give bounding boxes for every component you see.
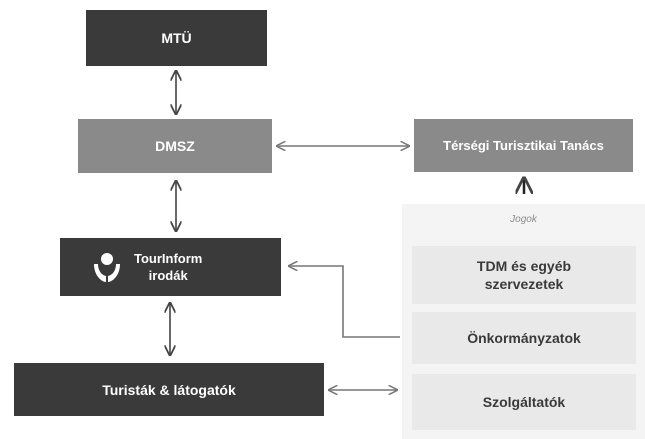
szolgaltatok-label: Szolgáltatók bbox=[482, 394, 566, 410]
tourinform-logo-icon bbox=[90, 250, 124, 284]
dmsz-label: DMSZ bbox=[155, 138, 195, 154]
tourinform-box: TourInform irodák bbox=[60, 238, 281, 296]
tdm-label-line2: szervezetek bbox=[484, 276, 564, 292]
mtu-label: MTÜ bbox=[161, 30, 192, 46]
turistak-box: Turisták & látogatók bbox=[14, 363, 324, 416]
terseg-label: Térségi Turisztikai Tanács bbox=[443, 138, 604, 153]
tdm-label-line1: TDM és egyéb bbox=[476, 258, 572, 274]
onkormanyzatok-box: Önkormányzatok bbox=[412, 312, 636, 364]
terseg-box: Térségi Turisztikai Tanács bbox=[414, 119, 633, 172]
onkormanyzatok-label: Önkormányzatok bbox=[467, 330, 581, 346]
tdm-box: TDM és egyéb szervezetek bbox=[412, 246, 636, 304]
jogok-label: Jogok bbox=[510, 214, 537, 225]
turistak-label: Turisták & látogatók bbox=[102, 381, 236, 398]
tourinform-label-line1: TourInform bbox=[134, 251, 203, 266]
arrow-onkormanyzatok-tourinform bbox=[290, 266, 400, 338]
mtu-box: MTÜ bbox=[86, 10, 267, 66]
szolgaltatok-box: Szolgáltatók bbox=[412, 374, 636, 430]
dmsz-box: DMSZ bbox=[78, 119, 272, 173]
tourinform-label-line2: irodák bbox=[148, 268, 188, 283]
